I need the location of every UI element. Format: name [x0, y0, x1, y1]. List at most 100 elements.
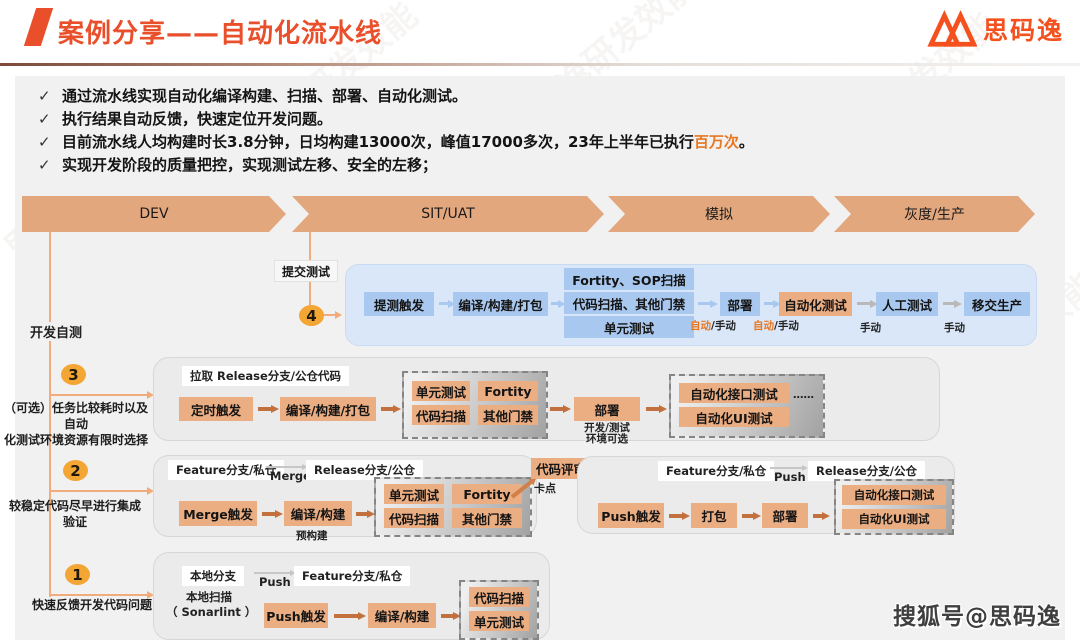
box-push-trigger: Push触发 [598, 503, 664, 528]
arrow-icon [646, 407, 659, 411]
title-slash-icon [23, 8, 54, 46]
box-push-trigger: Push触发 [264, 603, 328, 628]
sohu-watermark: 搜狐号@思码逸 [893, 604, 1061, 630]
arrow-icon [258, 407, 271, 411]
pipeline-row-2-left: Feature分支/私仓 Merge Release分支/公仓 Merge触发 … [153, 455, 537, 542]
arrow-icon [943, 302, 954, 305]
merge-label: Merge [270, 469, 311, 483]
auto-test-group: 自动化接口测试 …… 自动化UI测试 [669, 374, 825, 438]
stage-sit-uat: SIT/UAT [292, 196, 604, 232]
step-1-note: 快速反馈开发代码问题 [31, 598, 152, 612]
step-2-note: 较稳定代码尽早进行集成验证 [8, 499, 141, 529]
arrow-icon [334, 614, 358, 618]
label-release-branch: Release分支/公仓 [306, 460, 424, 480]
box-code-scan-gate: 代码扫描、其他门禁 [564, 292, 694, 314]
box-ui-test: 自动化UI测试 [842, 509, 946, 529]
label-release-branch: Release分支/公仓 [808, 461, 926, 481]
box-timer-trigger: 定时触发 [179, 397, 253, 421]
arrow-icon [698, 302, 710, 305]
gate-point-label: 卡点 [534, 482, 556, 495]
arrow-icon [764, 302, 773, 305]
auto-manual-label: 自动/手动 [690, 320, 736, 332]
arrow-icon [742, 514, 753, 518]
box-other-gate: 其他门禁 [452, 508, 522, 528]
merge-arrow-icon [266, 466, 302, 468]
highlight-text: 百万次 [693, 133, 739, 151]
label-feature-branch: Feature分支/私仓 [168, 460, 285, 480]
stage-simulation: 模拟 [608, 196, 830, 232]
box-unit-test: 单元测试 [469, 611, 529, 631]
manual-label: 手动 [944, 322, 965, 334]
box-other-gate: 其他门禁 [478, 405, 538, 425]
label-pull-release: 拉取 Release分支/公仓代码 [182, 366, 350, 386]
dev-self-test-label: 开发自测 [27, 322, 86, 341]
box-unit-test: 单元测试 [384, 484, 444, 504]
box-unit-test: 单元测试 [412, 381, 470, 401]
stage-gray-prod: 灰度/生产 [834, 196, 1035, 232]
arrow-icon [550, 407, 563, 411]
bullet-3: ✓目前流水线人均构建时长3.8分钟，日均构建13000次，峰值17000多次，2… [38, 131, 754, 154]
arrow-to-row1 [49, 594, 147, 596]
box-api-test: 自动化接口测试 [679, 383, 789, 403]
box-deploy: 部署 [574, 397, 640, 421]
box-code-scan: 代码扫描 [412, 405, 470, 425]
box-automated-test: 自动化测试 [779, 292, 852, 316]
bullet-2: ✓执行结果自动反馈，快速定位开发问题。 [38, 108, 754, 131]
arrow-icon [439, 302, 448, 305]
push-arrow-icon [770, 467, 802, 469]
local-scan-note: 本地扫描（ Sonarlint ） [166, 590, 257, 619]
arrow-icon [356, 512, 367, 516]
box-code-scan: 代码扫描 [469, 587, 529, 607]
box-code-scan: 代码扫描 [384, 508, 444, 528]
pipeline-row-1: 本地分支 Push Feature分支/私仓 本地扫描（ Sonarlint ）… [153, 552, 550, 640]
bullet-list: ✓通过流水线实现自动化编译构建、扫描、部署、自动化测试。 ✓执行结果自动反馈，快… [38, 85, 754, 177]
box-test-trigger: 提测触发 [364, 292, 434, 316]
check-icon: ✓ [38, 156, 51, 174]
mountain-logo-icon [927, 10, 977, 47]
step-2-badge: 2 [63, 460, 88, 481]
arrow-icon [441, 614, 453, 618]
box-handover-prod: 移交生产 [964, 292, 1030, 316]
header-divider [0, 63, 1080, 66]
box-merge-trigger: Merge触发 [179, 501, 257, 526]
arrow-icon [813, 514, 822, 518]
check-icon: ✓ [38, 110, 51, 128]
box-fortity: Fortity [478, 381, 538, 401]
pipeline-row-2-right: Feature分支/私仓 Push Release分支/公仓 Push触发 打包… [577, 456, 955, 535]
box-manual-test: 人工测试 [876, 292, 938, 316]
env-optional-note: 开发/测试环境可选 [584, 422, 630, 445]
prebuild-label: 预构建 [296, 530, 328, 542]
step-3-note: （可选）任务比较耗时以及自动化测试环境资源有限时选择 [3, 401, 148, 447]
submit-test-label: 提交测试 [274, 260, 338, 282]
step-3-badge: 3 [61, 364, 86, 385]
check-icon: ✓ [38, 133, 51, 151]
label-local-branch: 本地分支 [182, 566, 244, 586]
box-ui-test: 自动化UI测试 [679, 407, 789, 427]
arrow-to-row3 [49, 394, 147, 396]
push-label: Push [259, 575, 291, 589]
quality-gate-group: 单元测试 Fortity 代码扫描 其他门禁 [374, 477, 532, 537]
label-feature-branch: Feature分支/私仓 [658, 461, 775, 481]
bullet-4: ✓实现开发阶段的质量把控，实现测试左移、安全的左移； [38, 154, 754, 177]
step-4-badge: 4 [299, 305, 324, 326]
rail-line [49, 232, 51, 597]
quality-gate-group: 代码扫描 单元测试 [459, 580, 539, 640]
box-fortity: Fortity [452, 484, 522, 504]
ellipsis-label: …… [793, 389, 814, 401]
label-feature-branch: Feature分支/私仓 [294, 566, 411, 586]
quality-gate-group: 单元测试 Fortity 代码扫描 其他门禁 [402, 371, 548, 439]
page-title: 案例分享——自动化流水线 [58, 19, 383, 49]
arrow-icon [551, 302, 558, 305]
arrow-to-row2 [49, 490, 147, 492]
step-1-badge: 1 [65, 564, 90, 585]
box-build: 编译/构建 [368, 603, 436, 628]
arrow-icon [262, 512, 275, 516]
push-arrow-icon [254, 572, 290, 574]
pipeline-row-4: 提测触发 编译/构建/打包 Fortity、SOP扫描 代码扫描、其他门禁 单元… [345, 264, 1037, 346]
push-label: Push [774, 470, 806, 484]
auto-manual-label: 自动/手动 [753, 320, 799, 332]
pipeline-row-3: 拉取 Release分支/公仓代码 定时触发 编译/构建/打包 单元测试 For… [153, 357, 940, 445]
box-fortity-sop-scan: Fortity、SOP扫描 [564, 268, 694, 290]
box-deploy: 部署 [720, 292, 760, 316]
